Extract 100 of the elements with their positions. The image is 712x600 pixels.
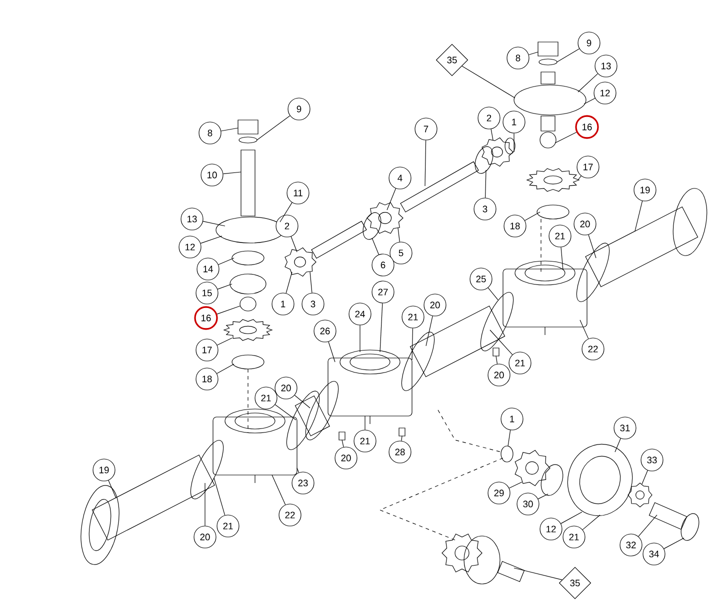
callout-number: 9	[288, 98, 310, 120]
callout-number: 9	[578, 32, 600, 54]
callout-number: 25	[470, 268, 492, 290]
leader-line	[216, 338, 232, 346]
bearing-cover	[567, 444, 633, 516]
leader-line	[380, 302, 383, 352]
callout-number: 12	[594, 82, 616, 104]
leader-line	[508, 482, 522, 488]
o-ring	[504, 138, 516, 154]
cap	[238, 120, 258, 134]
callout-number: 18	[504, 214, 526, 238]
leader-line	[488, 287, 498, 300]
leader-line	[582, 514, 600, 530]
bearing	[474, 146, 494, 174]
o-ring	[238, 136, 258, 144]
output-shaft	[648, 502, 688, 530]
callout-number: 10	[200, 164, 224, 186]
leader-line	[220, 128, 238, 132]
leader-line	[290, 236, 298, 252]
callout-number: 20	[194, 526, 216, 548]
leader-line	[634, 200, 643, 232]
leader-line	[216, 364, 234, 374]
o-ring	[500, 446, 514, 462]
callout-number: 18	[196, 368, 218, 390]
callout-number: 8	[198, 122, 222, 144]
leader-line	[286, 272, 292, 294]
leader-line	[496, 356, 498, 364]
callout-number: 7	[414, 118, 438, 140]
callout-number: 12	[178, 236, 202, 258]
callout-number: 32	[620, 534, 642, 556]
leader-line	[528, 52, 538, 56]
cap	[538, 42, 558, 56]
callout-number: 21	[548, 224, 572, 248]
callout-number: 31	[614, 416, 636, 440]
callout-number: 6	[372, 254, 394, 276]
leader-line	[424, 140, 426, 186]
leader-line	[412, 328, 414, 360]
callout-number: 15	[196, 282, 218, 304]
leader-line	[401, 436, 402, 442]
leader-line	[280, 202, 292, 222]
leader-line	[462, 66, 516, 98]
axle-flange	[672, 188, 708, 256]
callout-number: 20	[424, 294, 446, 316]
leader-line	[364, 416, 366, 430]
leader-line	[398, 228, 400, 242]
callout-number: 20	[488, 364, 510, 386]
leader-line	[272, 474, 286, 505]
leader-line	[342, 440, 344, 448]
gearbox-housing	[190, 390, 320, 500]
leader-line	[294, 394, 310, 408]
callout-number: 16	[575, 115, 599, 139]
callout-number: 33	[640, 448, 664, 472]
callout-number: 22	[278, 504, 302, 526]
callout-number: 5	[390, 242, 412, 264]
callout-number: 21	[562, 526, 586, 548]
drive-shaft	[311, 161, 479, 259]
callout-number: 22	[582, 338, 604, 360]
leader-line	[490, 330, 513, 355]
leader-line	[584, 98, 596, 104]
bearing	[232, 354, 264, 370]
callout-number: 11	[286, 182, 310, 204]
collar	[240, 296, 256, 312]
splined-shaft	[240, 150, 256, 216]
flange-ring	[680, 513, 700, 541]
callout-number: 21	[402, 306, 424, 328]
leader-line	[614, 438, 621, 452]
callout-number: 27	[372, 280, 394, 304]
leader-line	[485, 170, 486, 198]
leader-line	[204, 482, 206, 526]
callout-number: 3	[302, 292, 324, 316]
assembly-line	[438, 410, 502, 452]
spur-gear	[514, 450, 550, 486]
callout-number: 24	[348, 302, 372, 326]
leader-line	[426, 316, 433, 346]
callout-number: 28	[388, 440, 412, 464]
bevel-gear	[284, 247, 316, 277]
leader-line	[108, 480, 116, 498]
leader-line	[514, 568, 562, 580]
axle-flange	[80, 485, 120, 565]
callout-number: 1	[502, 110, 526, 134]
callout-number: 1	[500, 408, 524, 430]
leader-line	[560, 512, 582, 524]
callout-number: 16	[194, 306, 218, 330]
callout-number: 20	[574, 212, 596, 236]
bearing	[230, 274, 266, 294]
o-ring	[538, 58, 558, 66]
leader-line	[386, 188, 396, 210]
callout-number: 21	[254, 386, 278, 410]
bearing-cover	[514, 84, 586, 116]
leader-line	[642, 470, 648, 484]
leader-line	[554, 132, 577, 144]
bearing	[536, 204, 570, 220]
leader-line	[580, 320, 589, 339]
leader-line	[274, 404, 296, 420]
callout-number: 21	[216, 514, 240, 538]
callout-number: 20	[274, 376, 298, 400]
axle-tube	[294, 396, 330, 436]
callout-number: 34	[642, 542, 666, 566]
callout-number: 13	[594, 54, 618, 78]
callout-number: 2	[276, 214, 298, 238]
